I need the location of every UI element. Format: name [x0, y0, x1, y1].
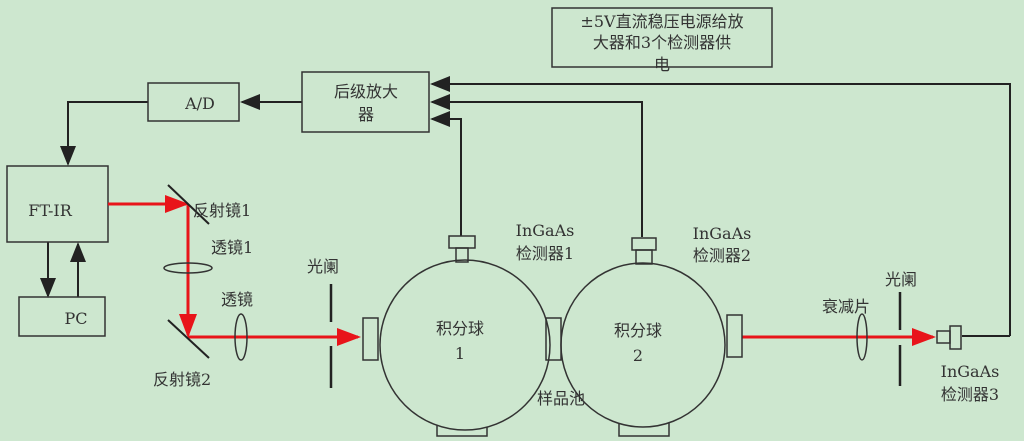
sphere1-line2: 1 — [455, 344, 465, 363]
power-supply-line1: ±5V直流稳压电源给放 — [580, 12, 743, 31]
amplifier-line1: 后级放大 — [334, 82, 398, 101]
detector1-line1: InGaAs — [516, 221, 575, 240]
detector1-line2: 检测器1 — [516, 244, 574, 263]
aperture2-label: 光阑 — [885, 270, 917, 289]
mirror2 — [167, 319, 210, 359]
ad-box: A/D — [147, 82, 240, 122]
aperture1-label: 光阑 — [307, 257, 339, 276]
lens2-label: 透镜 — [221, 290, 253, 309]
sample-cell — [545, 317, 562, 361]
mirror1 — [167, 184, 210, 225]
pc-box: PC — [18, 296, 106, 337]
pc-label: PC — [64, 309, 87, 328]
lens2 — [234, 313, 248, 361]
attenuator-label: 衰减片 — [822, 297, 870, 316]
ad-label: A/D — [184, 94, 215, 113]
wire-ad-to-ftir — [60, 101, 148, 166]
wire-detector2-to-amplifier — [430, 94, 643, 237]
detector1 — [448, 235, 476, 263]
power-supply-box: ±5V直流稳压电源给放 大器和3个检测器供 电 — [551, 7, 773, 74]
detector2-line2: 检测器2 — [693, 246, 751, 265]
integrating-sphere-1: 积分球 1 — [362, 259, 551, 437]
sample-cell-label: 样品池 — [537, 389, 585, 408]
detector2-line1: InGaAs — [693, 224, 752, 243]
amplifier-box: 后级放大 器 — [301, 71, 430, 133]
attenuator — [856, 313, 868, 361]
mirror1-label: 反射镜1 — [193, 201, 251, 220]
power-supply-line2: 大器和3个检测器供 — [593, 33, 731, 52]
detector3 — [936, 325, 962, 350]
detector3-line2: 检测器3 — [941, 385, 999, 404]
mirror2-label: 反射镜2 — [153, 370, 211, 389]
lens1 — [163, 262, 213, 274]
ftir-label: FT-IR — [28, 201, 72, 220]
sphere1-line1: 积分球 — [436, 319, 484, 338]
ftir-box: FT-IR — [6, 165, 109, 243]
amplifier-line2: 器 — [358, 105, 374, 124]
detector3-line1: InGaAs — [941, 362, 1000, 381]
lens1-label: 透镜1 — [211, 238, 253, 257]
integrating-sphere-2: 积分球 2 — [560, 262, 743, 437]
wire-detector1-to-amplifier — [430, 111, 462, 236]
sphere2-line1: 积分球 — [614, 321, 662, 340]
power-supply-line3: 电 — [654, 55, 670, 74]
detector2 — [631, 237, 657, 265]
wire-detector3-to-amplifier — [430, 76, 1011, 336]
sphere2-line2: 2 — [633, 346, 643, 365]
